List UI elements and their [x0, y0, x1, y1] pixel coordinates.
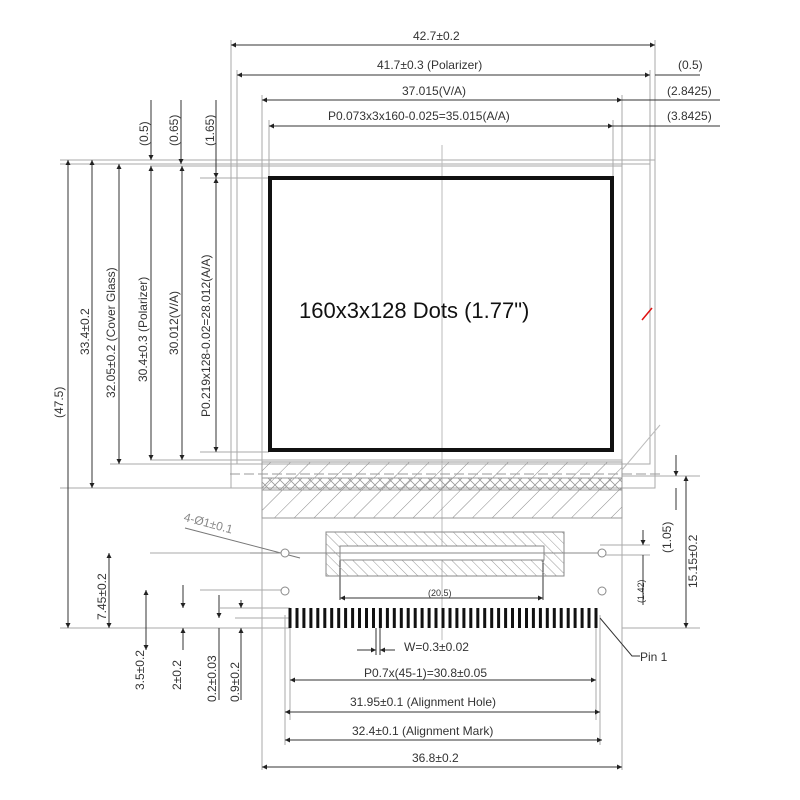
dim-7-45: 7.45±0.2	[95, 573, 109, 620]
dim-va-width: 37.015(V/A)	[402, 84, 467, 98]
dim-top-offset-0-65: (0.65)	[167, 114, 181, 146]
display-title: 160x3x128 Dots (1.77")	[299, 298, 530, 323]
dim-outline-width: 42.7±0.2	[413, 29, 460, 43]
fpc-pins	[288, 608, 598, 628]
dim-outline-height: 33.4±0.2	[78, 308, 92, 355]
dim-alignment-hole: 31.95±0.1 (Alignment Hole)	[350, 695, 496, 709]
dim-va-height: 30.012(V/A)	[167, 290, 181, 355]
dim-fpc-width: 36.8±0.2	[412, 751, 459, 765]
pin1-label: Pin 1	[640, 650, 668, 664]
dim-1-42: (1.42)	[636, 579, 646, 603]
dim-offset-0-5: (0.5)	[678, 58, 703, 72]
dim-1-05: (1.05)	[660, 521, 674, 553]
dim-0-9: 0.9±0.2	[228, 662, 242, 702]
dim-offset-2-8425: (2.8425)	[667, 84, 712, 98]
alignment-hole	[280, 548, 290, 558]
dim-offset-3-8425: (3.8425)	[667, 109, 712, 123]
dim-cover-glass-height: 32.05±0.2 (Cover Glass)	[104, 267, 118, 398]
dim-fpc-length: 15.15±0.2	[686, 534, 700, 588]
dim-aa-height: P0.219x128-0.02=28.012(A/A)	[199, 254, 213, 417]
dim-pin-pitch: P0.7x(45-1)=30.8±0.05	[364, 666, 487, 680]
dim-20-5: (20.5)	[428, 588, 452, 598]
dim-polarizer-width: 41.7±0.3 (Polarizer)	[377, 58, 483, 72]
outline-lines	[60, 40, 700, 770]
dim-aa-width: P0.073x3x160-0.025=35.015(A/A)	[328, 109, 510, 123]
dim-3-5: 3.5±0.2	[133, 650, 147, 690]
dim-top-offset-1-65: (1.65)	[203, 114, 217, 146]
dim-0-2: 0.2±0.03	[205, 655, 219, 702]
dim-alignment-mark: 32.4±0.1 (Alignment Mark)	[352, 724, 494, 738]
dim-top-offset-0-5: (0.5)	[137, 121, 151, 146]
dim-total-height: (47.5)	[52, 386, 66, 418]
active-area-frame	[268, 176, 614, 452]
dim-pin-width: W=0.3±0.02	[404, 640, 469, 654]
dim-2: 2±0.2	[170, 660, 184, 690]
dim-polarizer-height: 30.4±0.3 (Polarizer)	[136, 276, 150, 382]
